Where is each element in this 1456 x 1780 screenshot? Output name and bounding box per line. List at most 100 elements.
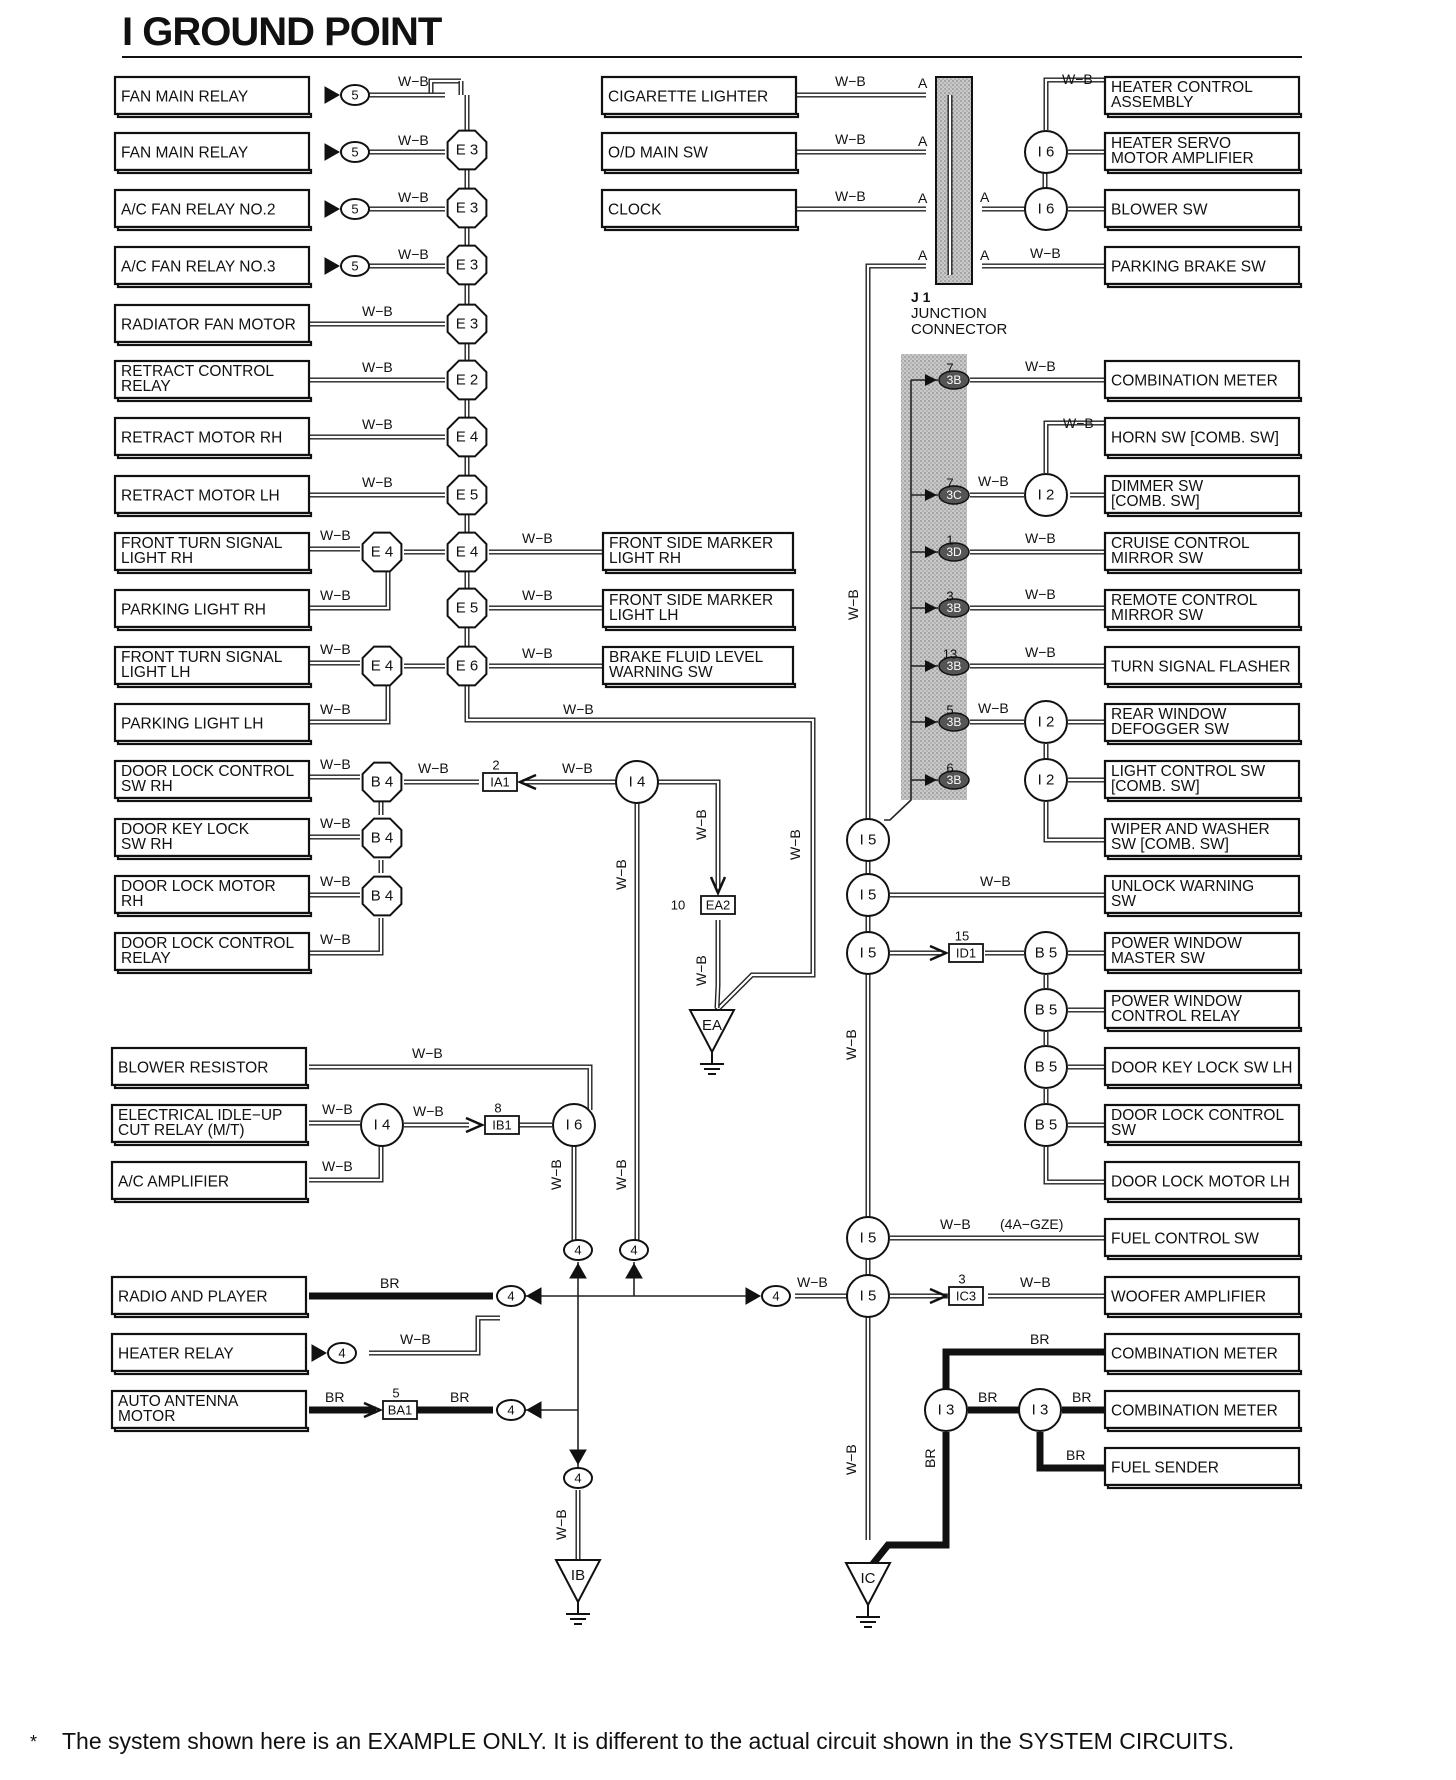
- splice-label: I 2: [1038, 772, 1055, 789]
- component-label: ASSEMBLY: [1111, 94, 1193, 111]
- splice-point: E 4: [361, 645, 403, 687]
- component-label: DOOR LOCK MOTOR LH: [1111, 1174, 1290, 1191]
- component-label: RETRACT MOTOR LH: [121, 488, 280, 505]
- splice-label: I 2: [1038, 714, 1055, 731]
- splice-outline: [1024, 758, 1068, 802]
- component-box: FAN MAIN RELAY: [113, 131, 313, 175]
- splice-outline: [1018, 1388, 1062, 1432]
- component-box: COMBINATION METER: [1103, 1389, 1303, 1433]
- wire-color-label: W−B: [1020, 1274, 1051, 1290]
- component-label: [COMB. SW]: [1111, 493, 1200, 510]
- component-box-frame: [1103, 931, 1301, 972]
- splice-point: B 4: [361, 817, 403, 859]
- splice-label: B 5: [1035, 945, 1058, 962]
- component-label: O/D MAIN SW: [608, 145, 708, 162]
- wire-wb-core: [309, 685, 390, 724]
- splice-point: E 4: [446, 531, 488, 573]
- component-box-frame: [110, 1389, 308, 1430]
- component-label: FAN MAIN RELAY: [121, 145, 248, 162]
- splice-label: I 6: [566, 1117, 583, 1134]
- splice-label: B 5: [1035, 1059, 1058, 1076]
- wire-color-labels: W−BW−BW−BW−BW−BW−BW−BW−BW−BW−BW−BW−BW−BW…: [320, 71, 1094, 1540]
- connector-label: EA2: [706, 898, 731, 913]
- component-label: SW [COMB. SW]: [1111, 836, 1229, 853]
- ground-symbol-icon: IB: [554, 1559, 602, 1625]
- splice-point: I 4: [360, 1103, 404, 1147]
- component-label: PARKING LIGHT RH: [121, 602, 266, 619]
- component-box-shadow: [1106, 1026, 1303, 1033]
- splice-label: E 4: [371, 658, 394, 675]
- wire-color-label: BR: [1030, 1331, 1049, 1347]
- wire-color-label: W−B: [398, 246, 429, 262]
- splice-point: E 3: [446, 187, 488, 229]
- component-box: FAN MAIN RELAY: [113, 75, 313, 119]
- wire-color-label: W−B: [418, 760, 449, 776]
- component-box-shadow: [116, 625, 313, 632]
- splice-point: B 4: [361, 875, 403, 917]
- component-label: HEATER SERVO: [1111, 135, 1231, 152]
- wire-wb-core: [309, 1144, 383, 1182]
- pin-label: 3B: [947, 601, 962, 615]
- component-box-shadow: [116, 511, 313, 518]
- component-label: DIMMER SW: [1111, 478, 1204, 495]
- splice-point: I 5: [846, 818, 890, 862]
- component-box-frame: [1103, 645, 1301, 686]
- chevron-arrow-icon: [525, 1401, 542, 1419]
- splice-outline: [846, 1274, 890, 1318]
- component-label: A/C FAN RELAY NO.3: [121, 259, 275, 276]
- pin-label: 3B: [947, 373, 962, 387]
- component-box: CIGARETTE LIGHTER: [600, 75, 800, 119]
- splice-point: B 5: [1024, 988, 1068, 1032]
- ground-symbol-icon: EA: [688, 1009, 736, 1075]
- wire-color-label: BR: [1072, 1389, 1091, 1405]
- wire-wb-core: [866, 264, 926, 820]
- wire-br: [1036, 1432, 1105, 1472]
- wire-color-label: BR: [1066, 1447, 1085, 1463]
- splice-label: I 3: [938, 1402, 955, 1419]
- wire-color-label: W−B: [362, 416, 393, 432]
- connector-label: 4: [574, 1243, 581, 1258]
- component-box-shadow: [603, 112, 800, 119]
- junction-connector-small: 5: [324, 255, 370, 277]
- wire-color-label: W−B: [398, 132, 429, 148]
- splice-outline: [361, 531, 403, 573]
- wire-color-label: W−B: [940, 1216, 971, 1232]
- chevron-arrow-icon: [324, 86, 341, 104]
- pin-outline: [938, 712, 970, 732]
- chevron-arrow-icon: [745, 1287, 762, 1305]
- wire-wb-core: [1044, 802, 1105, 842]
- wire-color-label: W−B: [320, 701, 351, 717]
- junction-connector-label: J 1 JUNCTION CONNECTOR: [911, 289, 1008, 338]
- wire-wb-core: [309, 918, 383, 955]
- component-box-frame: [113, 188, 311, 229]
- connector-label: 4: [507, 1289, 514, 1304]
- wire-wb: [1043, 77, 1106, 130]
- component-label: HEATER RELAY: [118, 1346, 234, 1363]
- component-box-shadow: [116, 225, 313, 232]
- wire-wb-core: [1044, 78, 1106, 130]
- junction-connector-small: 4: [619, 1239, 649, 1279]
- wire-color-label: W−B: [843, 1029, 859, 1060]
- wire-color-label: W−B: [320, 873, 351, 889]
- component-label: LIGHT RH: [609, 550, 681, 567]
- connector-outline: [340, 84, 370, 106]
- component-box: BLOWER SW: [1103, 188, 1303, 232]
- component-label: MIRROR SW: [1111, 607, 1204, 624]
- splice-outline: [1024, 988, 1068, 1032]
- splice-outline: [446, 587, 488, 629]
- splice-label: I 5: [860, 887, 877, 904]
- splice-point: E 4: [361, 531, 403, 573]
- wire-color-label: A: [980, 189, 990, 205]
- splice-label: E 5: [456, 600, 479, 617]
- splice-outline: [846, 873, 890, 917]
- component-box-frame: [1103, 531, 1301, 572]
- wire-color-label: W−B: [362, 359, 393, 375]
